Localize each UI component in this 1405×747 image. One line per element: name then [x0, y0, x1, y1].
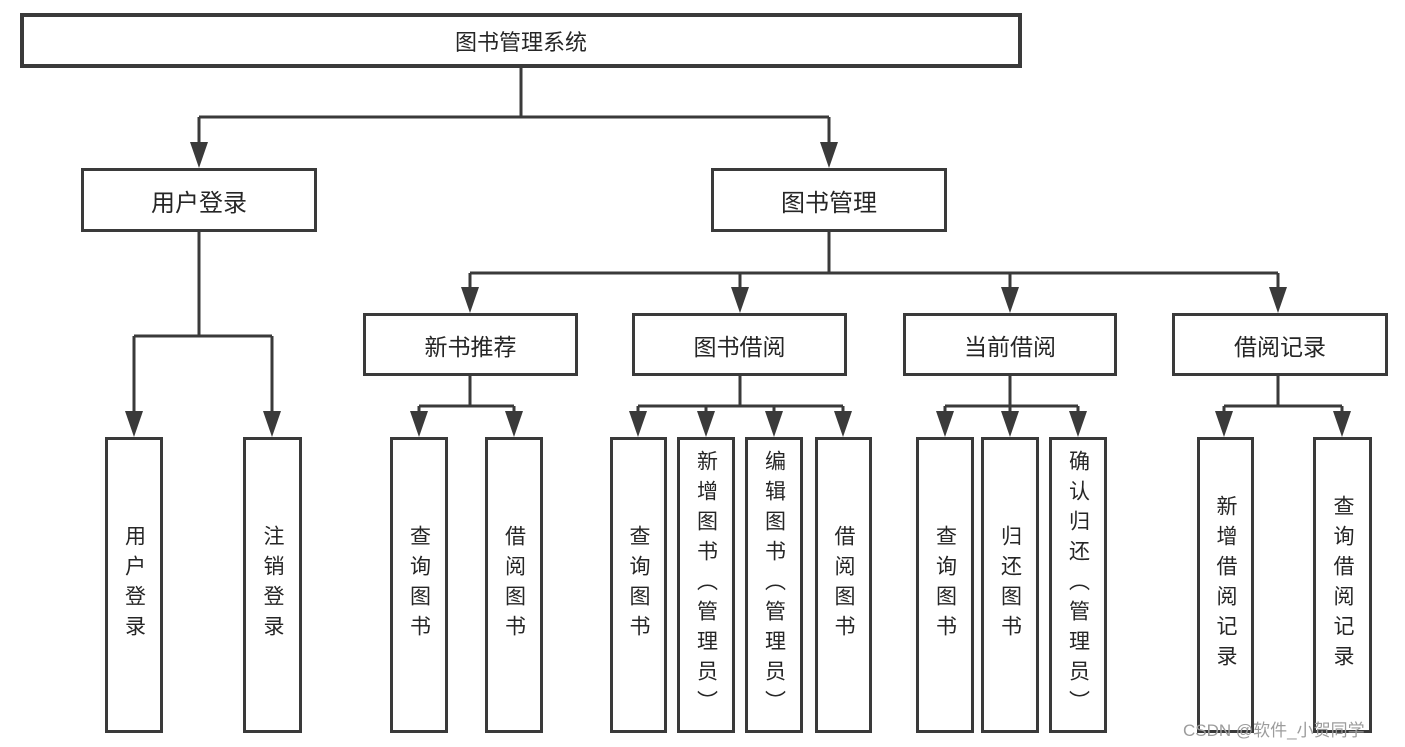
- node-current-borrow: 当前借阅: [903, 313, 1117, 376]
- connector-user-login-to-leaves: [125, 232, 281, 437]
- node-label: 查询图书: [407, 525, 431, 645]
- node-book-borrow: 图书借阅: [632, 313, 847, 376]
- node-query-books-current: 查询图书: [916, 437, 974, 733]
- node-book-management: 图书管理: [711, 168, 947, 232]
- connector-new-book-recommend-to-leaves: [410, 376, 523, 437]
- node-query-books-recommend: 查询图书: [390, 437, 448, 733]
- node-borrow-books-leaf: 借阅图书: [815, 437, 872, 733]
- node-borrow-records: 借阅记录: [1172, 313, 1388, 376]
- node-label: 图书管理: [781, 189, 877, 217]
- node-user-login-leaf: 用户登录: [105, 437, 163, 733]
- node-return-books: 归还图书: [981, 437, 1039, 733]
- node-label: 新增借阅记录: [1214, 495, 1237, 675]
- node-add-books-admin: 新增图书（管理员）: [677, 437, 735, 733]
- node-edit-books-admin: 编辑图书（管理员）: [745, 437, 803, 733]
- node-label: 新增图书（管理员）: [694, 450, 718, 720]
- connector-book-management-to-level3: [461, 232, 1287, 313]
- node-borrow-books-recommend: 借阅图书: [485, 437, 543, 733]
- connector-book-borrow-to-leaves: [629, 376, 852, 437]
- node-label: 用户登录: [122, 525, 146, 645]
- node-confirm-return-admin: 确认归还（管理员）: [1049, 437, 1107, 733]
- node-label: 借阅记录: [1234, 333, 1326, 360]
- node-label: 编辑图书（管理员）: [762, 450, 786, 720]
- node-label: 图书管理系统: [454, 29, 587, 55]
- node-label: 图书借阅: [693, 333, 786, 360]
- node-query-books-borrow: 查询图书: [610, 437, 667, 733]
- node-user-login: 用户登录: [81, 168, 317, 232]
- watermark: CSDN @软件_小贺同学: [1183, 721, 1365, 740]
- node-label: 用户登录: [151, 189, 247, 217]
- node-logout-leaf: 注销登录: [243, 437, 302, 733]
- node-label: 确认归还（管理员）: [1066, 450, 1090, 720]
- node-add-borrow-record: 新增借阅记录: [1197, 437, 1254, 733]
- node-new-book-recommend: 新书推荐: [363, 313, 578, 376]
- node-label: 借阅图书: [502, 525, 526, 645]
- connector-borrow-records-to-leaves: [1215, 376, 1351, 437]
- node-label: 查询借阅记录: [1331, 495, 1354, 675]
- node-label: 查询图书: [933, 525, 957, 645]
- node-query-borrow-record: 查询借阅记录: [1313, 437, 1372, 733]
- node-label: 注销登录: [261, 525, 284, 645]
- node-library-management-system: 图书管理系统: [20, 13, 1022, 68]
- node-label: 新书推荐: [424, 333, 517, 360]
- node-label: 借阅图书: [832, 525, 855, 645]
- node-label: 归还图书: [998, 525, 1022, 645]
- node-label: 查询图书: [627, 525, 650, 645]
- connector-root-to-level2: [190, 66, 838, 168]
- connector-current-borrow-to-leaves: [936, 376, 1087, 437]
- node-label: 当前借阅: [964, 333, 1056, 360]
